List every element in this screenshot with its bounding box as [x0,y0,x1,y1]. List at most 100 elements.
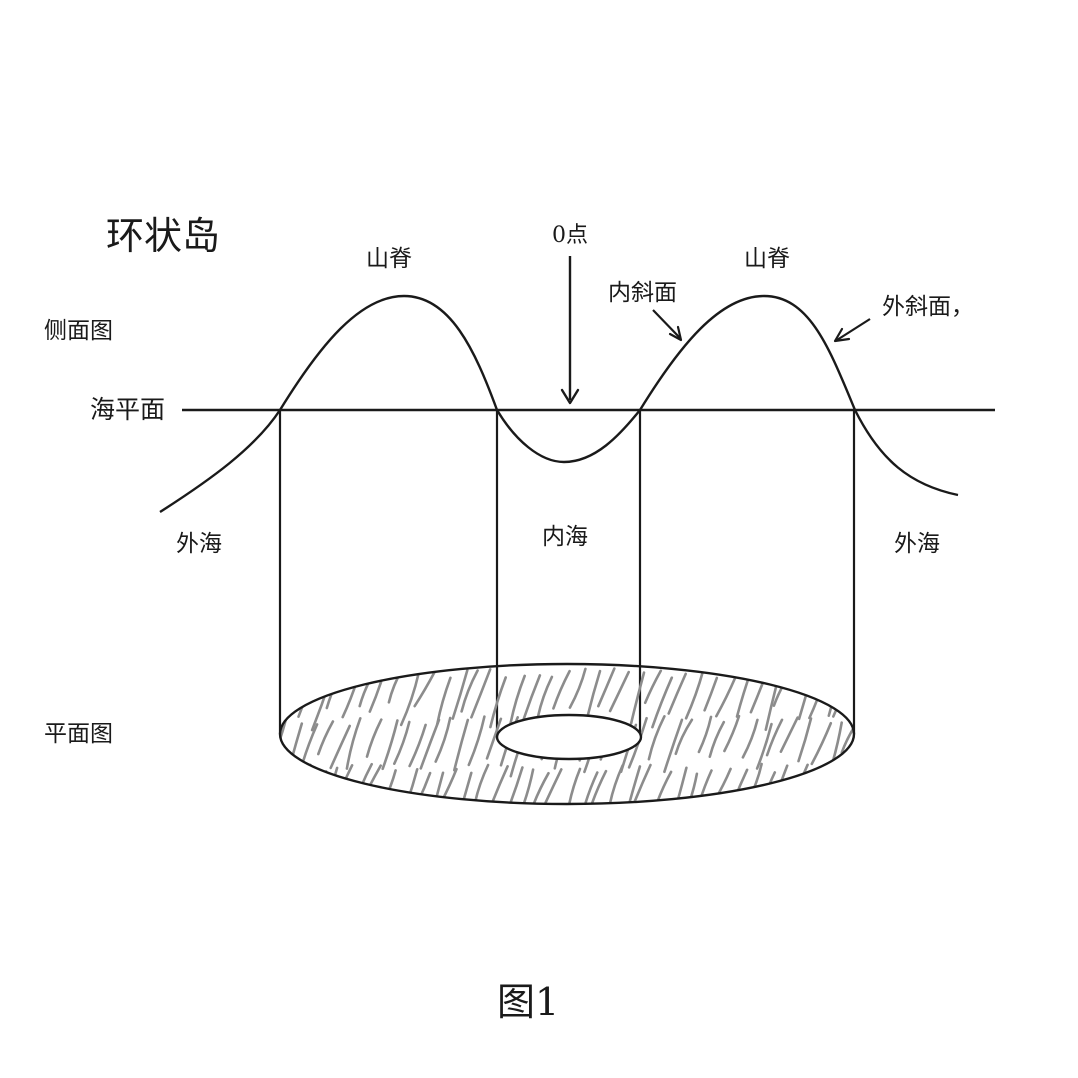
hatch-stroke [241,721,260,755]
hatch-stroke [797,717,813,763]
hatch-stroke [772,764,789,803]
plan-inner-ellipse [495,713,643,761]
hatch-stroke [643,669,663,705]
hatch-stroke [779,716,799,753]
hatch-stroke [840,716,854,754]
hatch-stroke [848,764,854,804]
hatch-stroke [831,764,853,802]
hatch-stroke [434,716,452,763]
side-view-label: 侧面图 [44,318,113,344]
inner-sea-label: 内海 [542,524,588,550]
hatch-stroke [381,719,399,771]
hatch-stroke [509,674,526,725]
ridge-right-label: 山脊 [744,246,790,272]
hatch-stroke [667,672,687,715]
hatch-stroke [859,719,872,754]
hatch-stroke [485,717,503,760]
hatch-stroke [256,670,269,717]
outer-sea-right-label: 外海 [894,531,940,557]
hatch-stroke [528,771,550,804]
hatch-stroke [280,673,290,715]
hatch-stroke [870,672,887,713]
hatch-stroke [697,715,713,754]
hatch-stroke [487,765,509,804]
hatch-stroke [243,767,260,816]
hatch-stroke [629,671,646,725]
hatch-stroke [413,671,436,708]
hatch-stroke [879,718,892,771]
hatch-stroke [552,669,571,710]
figure-caption: 图1 [497,980,560,1024]
hatch-stroke [317,720,335,756]
hatch-stroke [608,670,630,713]
inner-slope-label: 内斜面 [608,280,677,306]
hatch-stroke [853,675,854,723]
hatch-stroke [310,770,328,804]
hatch-stroke [566,767,582,804]
hatch-stroke [801,769,822,804]
hatch-stroke [810,721,833,766]
hatch-stroke [671,766,688,804]
hatch-stroke [579,771,599,804]
hatch-stroke [399,671,420,727]
hatch-stroke [597,667,616,708]
hatch-stroke [745,762,763,804]
hatch-stroke [703,676,719,712]
hatch-stroke [293,763,312,800]
hatch-stroke [674,718,694,756]
hatch-stroke [708,720,726,758]
zero-point-arrow-head [560,388,580,405]
hatch-stroke [651,676,674,729]
hatch-stroke [726,768,749,804]
outer-slope-arrow-head [833,327,851,343]
hatch-stroke [351,762,373,804]
hatch-stroke [712,767,732,803]
hatch-stroke [586,669,602,718]
hatch-stroke [402,768,419,804]
plan-view-label: 平面图 [44,721,113,747]
hatch-stroke [265,768,279,821]
hatch-stroke [287,722,304,772]
hatch-stroke [393,720,411,765]
hatch-stroke [368,667,387,713]
hatch-stroke [698,769,713,804]
hatch-stroke [891,771,910,809]
hatch-stroke [329,724,351,770]
hatch-stroke [663,718,684,774]
hatch-stroke [453,718,470,772]
hatch-stroke [821,772,837,804]
hatch-stroke [536,675,554,718]
hatch-stroke [756,771,777,804]
hatch-stroke [345,717,362,770]
hatch-stroke [457,771,473,804]
outer-sea-left-label: 外海 [176,531,222,557]
hatch-stroke [590,769,608,804]
hatch-stroke [435,676,452,726]
inner-slope-arrow-shaft [652,309,681,339]
hatch-stroke [489,676,507,729]
hatch-stroke [451,669,469,720]
hatch-stroke [362,764,382,799]
hatch-stroke [741,718,759,759]
hatch-stroke [358,671,376,708]
plan-outer-ellipse [278,662,856,806]
outer-slope-label: 外斜面， [882,294,974,320]
hatch-stroke [886,677,900,713]
diagram-title: 环状岛 [106,214,221,258]
hatch-stroke [467,715,486,767]
hatch-stroke [283,766,299,804]
inner-slope-arrow-head [668,325,683,342]
hatch-stroke [470,668,492,719]
sea-level-label: 海平面 [90,395,166,424]
hatch-stroke [827,721,843,777]
outer-slope-arrow-shaft [836,318,871,341]
hatch-stroke [765,718,784,757]
hatch-stroke [408,723,427,768]
hatch-stroke [387,667,404,704]
hatch-stroke [652,770,673,804]
hatch-stroke [325,666,345,710]
hatch-stroke [647,715,666,761]
hatch-stroke [239,673,252,717]
